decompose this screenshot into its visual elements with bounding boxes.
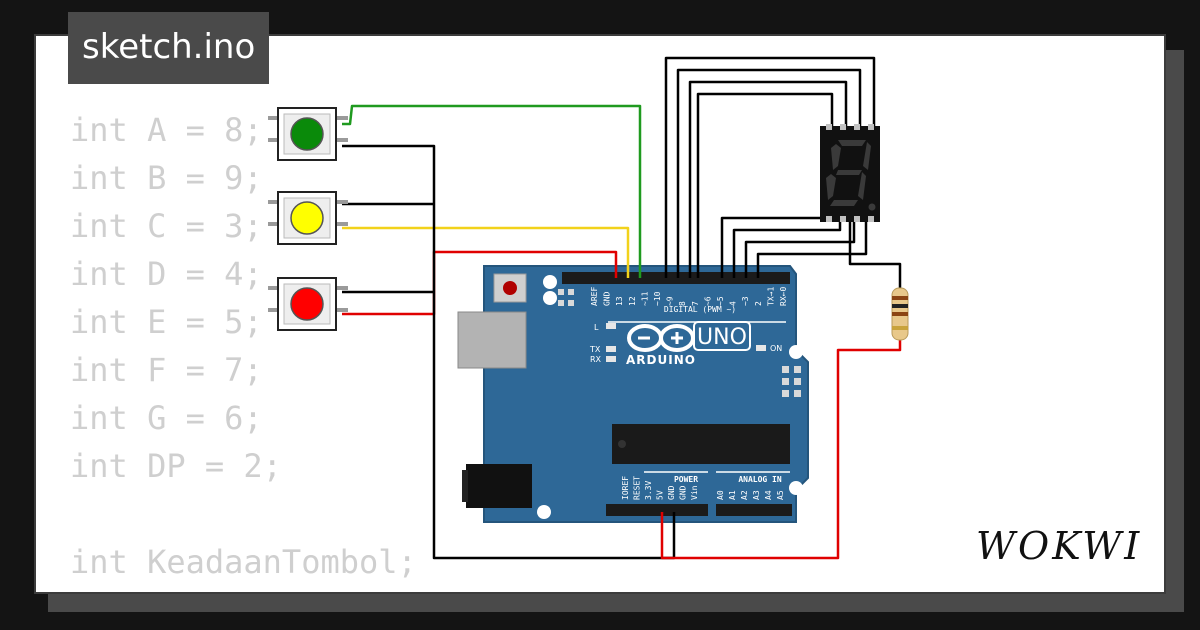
usb-port [457, 311, 527, 369]
wire-yellow [342, 226, 630, 278]
code-line: int B = 9; [70, 159, 263, 197]
pin-label: ~3 [741, 296, 750, 306]
pin-label: TX→1 [766, 287, 775, 306]
pin-label: ~6 [703, 296, 712, 306]
on-label: ON [770, 344, 782, 353]
pin-label: A5 [776, 490, 785, 500]
l-label: L [594, 323, 599, 332]
pin-label: ~9 [666, 296, 675, 306]
microcontroller-chip [612, 424, 790, 464]
pin-label: GND [667, 485, 676, 500]
push-buttons [268, 107, 348, 331]
pin-label: 3.3V [644, 481, 653, 500]
pin-label: Vin [690, 485, 699, 500]
code-line: int E = 5; [70, 303, 263, 341]
pin-label: 7 [691, 301, 700, 306]
code-line: int D = 4; [70, 255, 263, 293]
wire-green [342, 104, 642, 278]
code-preview: int A = 8; int B = 9; int C = 3; int D = 4;… [70, 106, 417, 592]
rx-label: RX [590, 355, 602, 364]
pin-label: 5V [656, 490, 665, 500]
pin-label: A2 [740, 490, 749, 500]
analog-label: ANALOG IN [738, 475, 782, 484]
wires [342, 56, 902, 560]
pin-label: ~11 [640, 291, 649, 306]
code-line: int Cacah; [70, 586, 417, 592]
wire-red-resistor [660, 338, 902, 560]
digital-label: DIGITAL (PWM ~) [664, 305, 736, 314]
pin-label: ~5 [716, 296, 725, 306]
power-label: POWER [674, 475, 698, 484]
pin-label: A3 [752, 490, 761, 500]
code-line: int G = 6; [70, 399, 263, 437]
pin-label: AREF [590, 287, 599, 306]
seven-segment-display[interactable] [820, 124, 880, 222]
pin-label: IOREF [621, 476, 630, 500]
code-line: int C = 3; [70, 207, 263, 245]
pin-label: 12 [628, 296, 637, 306]
board-name: ARDUINO [626, 353, 696, 367]
code-line: int DP = 2; [70, 447, 282, 485]
display-segments [826, 140, 871, 206]
button-cap[interactable] [290, 117, 324, 151]
code-line: int KeadaanTombol; [70, 543, 417, 581]
pin-label: 8 [678, 301, 687, 306]
pin-label: 2 [754, 301, 763, 306]
resistor[interactable] [891, 287, 909, 341]
pin-label: A4 [764, 490, 773, 500]
reset-button[interactable] [493, 273, 527, 303]
wire-ground-bus [342, 144, 676, 560]
pin-label: RESET [633, 476, 642, 500]
pin-label: GND [603, 291, 612, 306]
pin-label: A1 [728, 490, 737, 500]
digital-header [562, 272, 790, 284]
board-model: UNO [697, 325, 747, 350]
pin-label: RX←0 [779, 287, 788, 306]
code-line: int A = 8; [70, 111, 263, 149]
pushbutton-yellow[interactable] [268, 191, 348, 245]
button-cap[interactable] [290, 201, 324, 235]
power-header [606, 504, 708, 516]
pin-label: ~10 [653, 291, 662, 306]
pushbutton-green[interactable] [268, 107, 348, 161]
button-cap[interactable] [290, 287, 324, 321]
pin-label: 13 [615, 296, 624, 306]
code-line: int F = 7; [70, 351, 263, 389]
analog-header [716, 504, 792, 516]
arduino-uno-board[interactable]: UNO ARDUINO DIGITAL (PWM ~) POWER ANALOG… [457, 265, 809, 523]
pushbutton-red[interactable] [268, 277, 348, 331]
pin-label: 4 [729, 301, 738, 306]
wokwi-logo: WOKWI [976, 524, 1143, 568]
sketch-title[interactable]: sketch.ino [68, 12, 270, 84]
pin-label: GND [679, 485, 688, 500]
arduino-logo-icon [627, 324, 695, 352]
tx-label: TX [589, 345, 601, 354]
pin-label: A0 [716, 490, 725, 500]
power-jack [466, 464, 532, 508]
